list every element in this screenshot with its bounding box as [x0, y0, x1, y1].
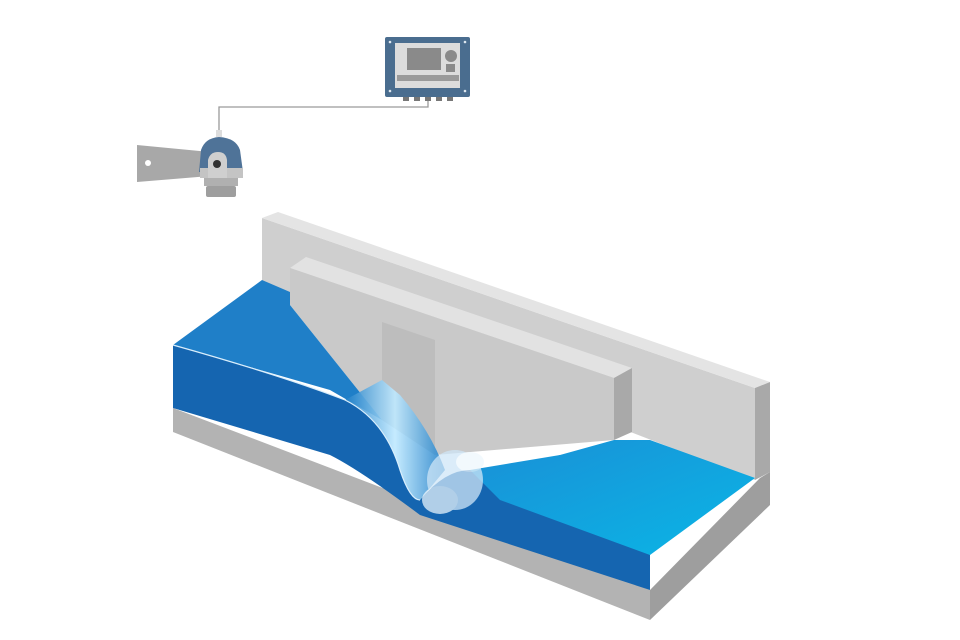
upstream-water-surface	[173, 280, 382, 420]
signal-cable	[218, 100, 429, 132]
turbulence-splash	[422, 450, 484, 514]
radar-sensor-icon	[137, 130, 243, 197]
controller-unit-icon	[385, 37, 470, 101]
mounting-bracket-icon	[137, 145, 210, 182]
flume-base	[173, 408, 770, 620]
water-cross-section	[173, 345, 650, 590]
water-fall	[345, 380, 445, 500]
downstream-water-surface	[470, 440, 755, 555]
